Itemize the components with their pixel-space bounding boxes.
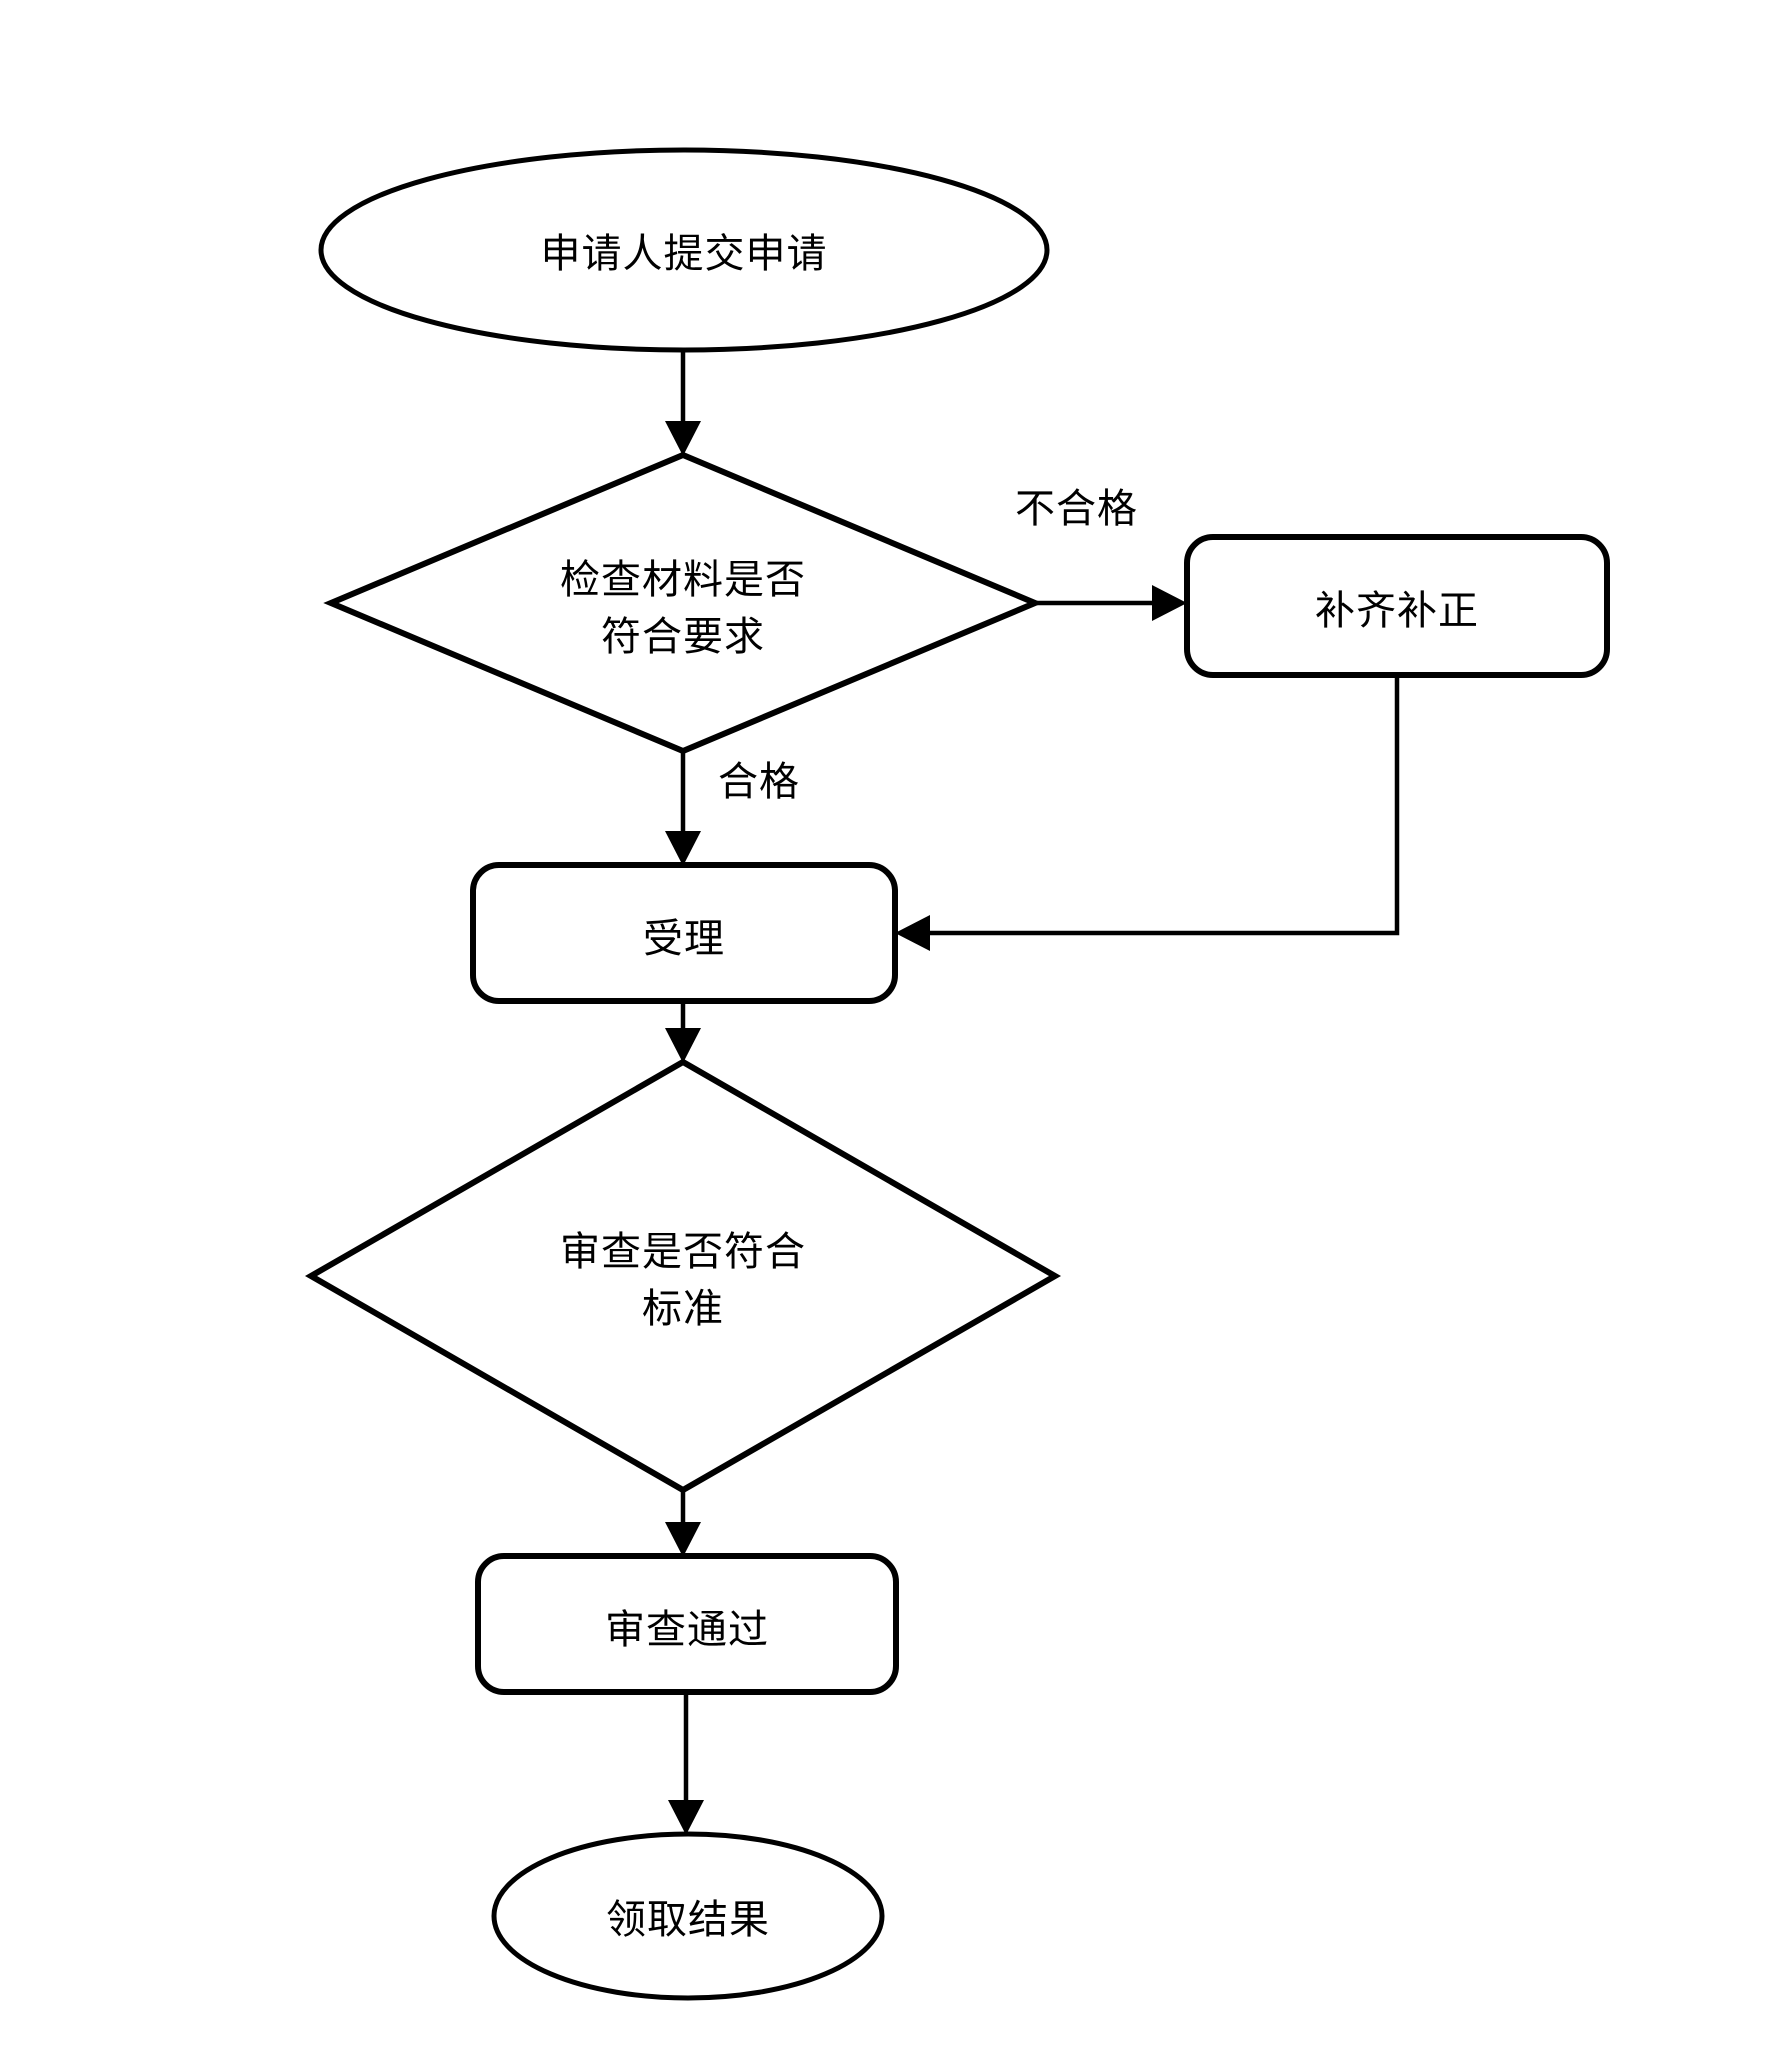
arrow-head-icon bbox=[668, 1800, 704, 1835]
arrow-head-icon bbox=[665, 1028, 701, 1063]
edge-start-to-check-materials bbox=[665, 350, 701, 456]
arrow-head-icon bbox=[1152, 585, 1187, 621]
edge-label-not-qualified: 不合格 bbox=[1015, 486, 1138, 531]
node-review-passed-box[interactable] bbox=[475, 1553, 899, 1695]
node-start-ellipse[interactable] bbox=[318, 147, 1050, 353]
arrow-head-icon bbox=[665, 421, 701, 456]
edge-check-materials-to-supplement bbox=[1035, 585, 1187, 621]
edge-label-qualified: 合格 bbox=[718, 759, 800, 804]
node-review-standard-diamond[interactable] bbox=[304, 1058, 1062, 1494]
node-check-materials-diamond[interactable] bbox=[323, 451, 1043, 755]
node-accept-box[interactable] bbox=[470, 862, 898, 1004]
edge-review-standard-to-review-passed bbox=[665, 1490, 701, 1557]
edge-check-materials-to-accept bbox=[665, 751, 701, 866]
arrow-head-icon bbox=[665, 1522, 701, 1557]
edge-review-passed-to-collect-result bbox=[668, 1692, 704, 1835]
edge-accept-to-review-standard bbox=[665, 1001, 701, 1063]
arrow-head-icon bbox=[895, 915, 930, 951]
node-collect-result-ellipse[interactable] bbox=[491, 1831, 885, 2001]
arrow-head-icon bbox=[665, 831, 701, 866]
edge-supplement-to-accept bbox=[895, 675, 1400, 951]
node-supplement-box[interactable] bbox=[1184, 534, 1610, 678]
